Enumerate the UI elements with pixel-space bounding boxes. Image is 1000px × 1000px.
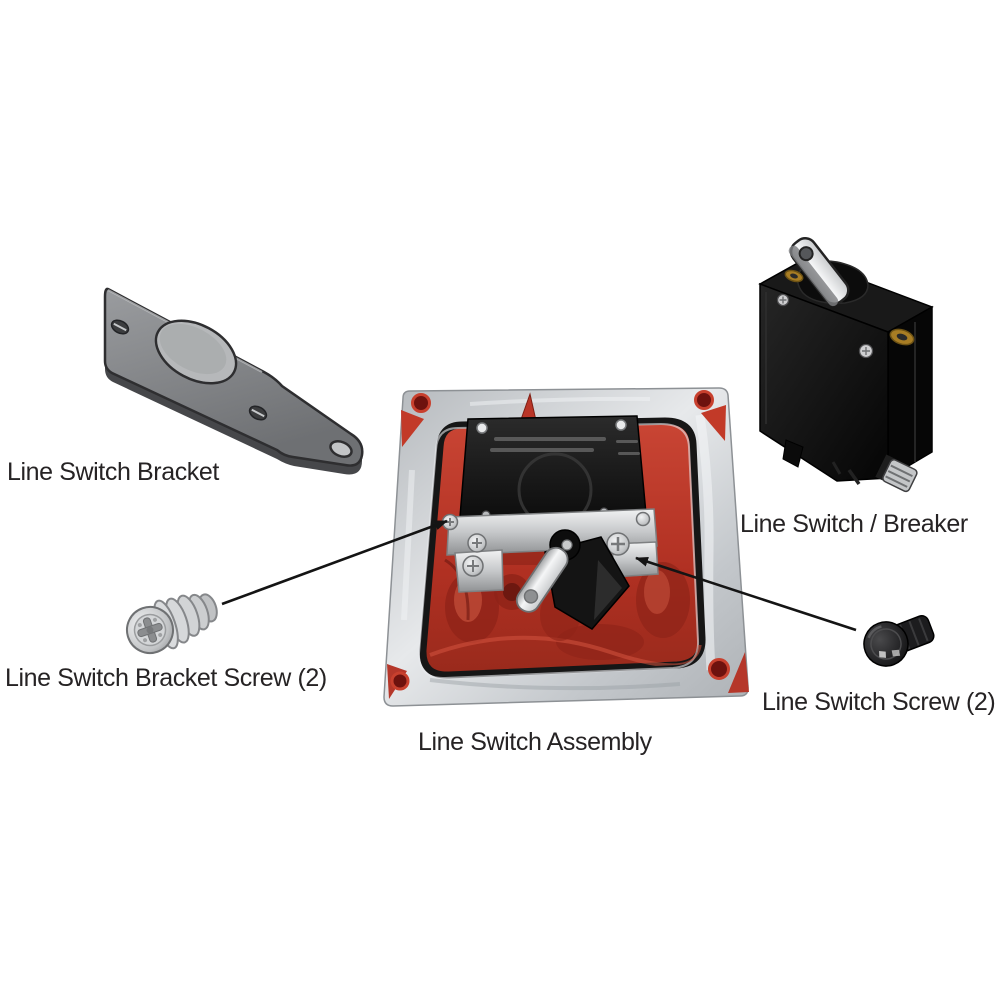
bracket-screw-illustration	[126, 593, 218, 654]
bracket-tab-hole	[329, 440, 353, 458]
bracket-slot-hole-top	[110, 319, 130, 335]
label-line-switch-assembly: Line Switch Assembly	[418, 728, 652, 756]
bracket-face	[103, 287, 364, 467]
arrow-bracket-screw	[221, 519, 448, 606]
switch-screw-illustration	[863, 615, 935, 667]
assembly-illustration	[383, 387, 749, 707]
label-line-switch-bracket: Line Switch Bracket	[7, 458, 219, 486]
label-line-switch-bracket-screw: Line Switch Bracket Screw (2)	[5, 664, 327, 692]
breaker-toggle-lever	[788, 237, 850, 307]
arrow-switch-screw	[635, 556, 857, 632]
corner-accents	[387, 390, 749, 699]
breaker-case-screws	[776, 293, 874, 359]
breaker-illustration	[758, 237, 934, 493]
chrome-mounting-bar	[441, 508, 659, 593]
bracket-slot-hole-mid	[248, 405, 268, 421]
label-line-switch-screw: Line Switch Screw (2)	[762, 688, 996, 716]
switch-plate-markings	[490, 437, 640, 455]
bracket-illustration	[103, 287, 364, 475]
breaker-terminals	[782, 439, 918, 493]
toggle-switch	[515, 529, 630, 630]
label-line-switch-breaker: Line Switch / Breaker	[740, 510, 968, 538]
